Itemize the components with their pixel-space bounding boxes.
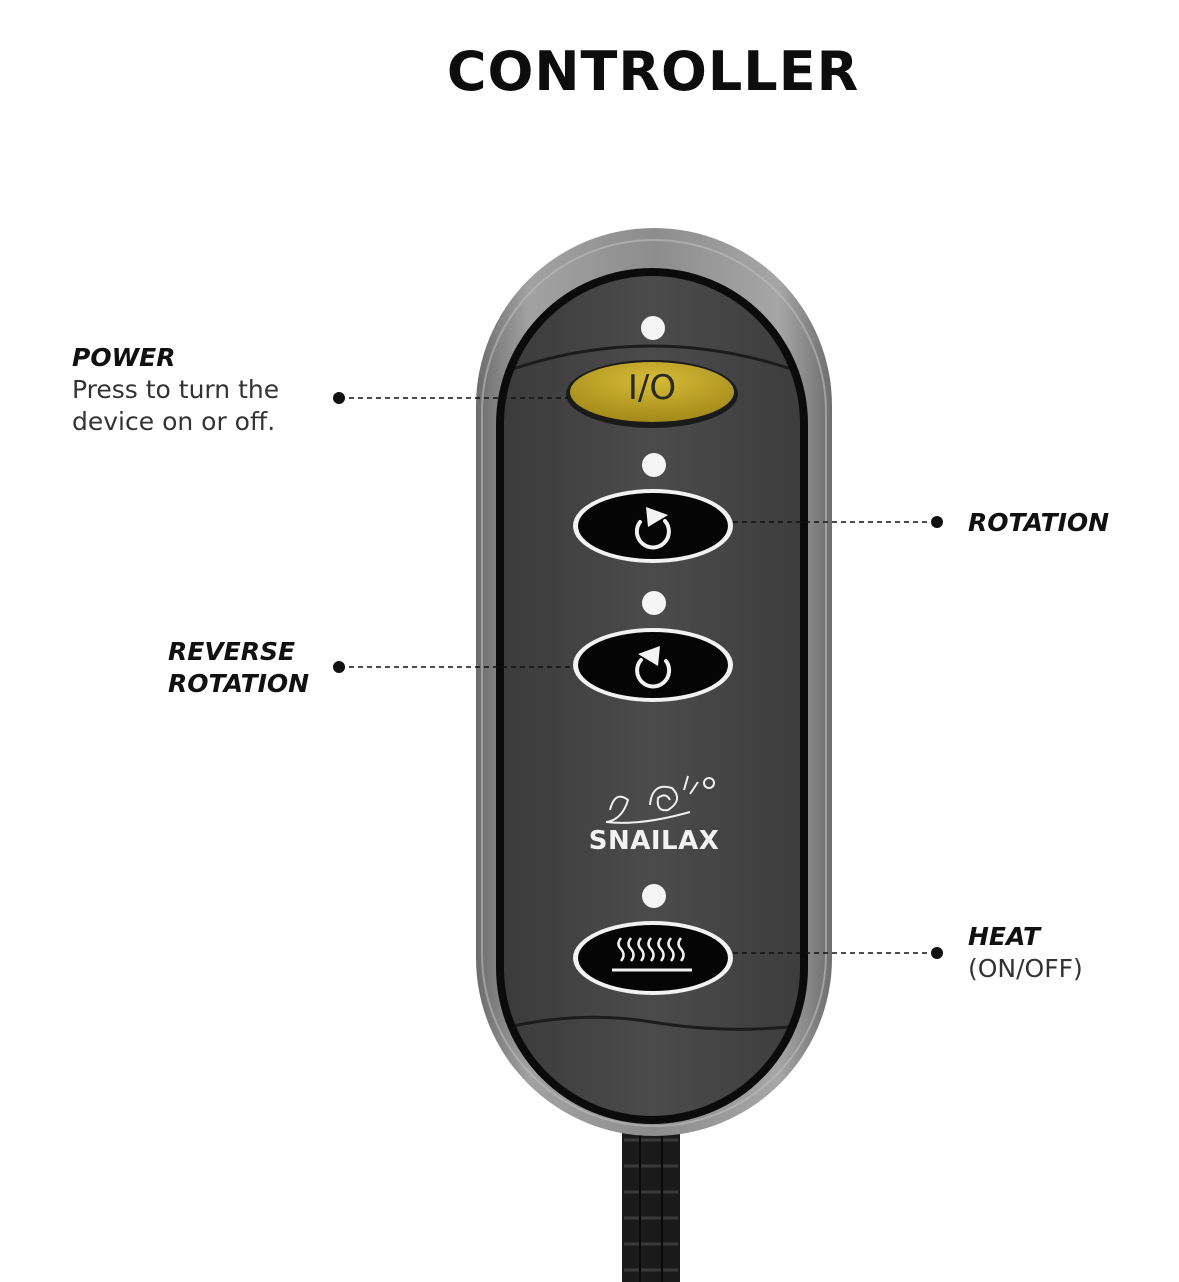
callout-heat: HEAT (ON/OFF) [968, 921, 1083, 985]
reverse-rotation-button[interactable] [573, 628, 733, 702]
heat-indicator-led [642, 884, 666, 908]
callout-power-description: Press to turn the device on or off. [72, 375, 280, 436]
callout-dots [333, 392, 943, 959]
callout-power: POWER Press to turn the device on or off… [72, 342, 352, 438]
power-button-label: I/O [627, 368, 677, 408]
power-button[interactable] [566, 360, 738, 428]
heat-button[interactable] [573, 921, 733, 995]
rotation-button[interactable] [573, 489, 733, 563]
page-title: CONTROLLER [446, 40, 860, 103]
callout-reverse-rotation: REVERSE ROTATION [168, 636, 338, 700]
rotation-indicator-led [642, 453, 666, 477]
reverse-rotation-indicator-led [642, 591, 666, 615]
callout-rotation: ROTATION [968, 507, 1109, 539]
clockwise-arrow-icon [634, 507, 671, 550]
counterclockwise-arrow-icon [635, 646, 672, 689]
snail-logo-icon [605, 775, 715, 824]
callout-power-label: POWER [72, 343, 176, 372]
callout-rotation-label: ROTATION [968, 508, 1110, 537]
heat-waves-icon [612, 937, 692, 972]
power-indicator-led [641, 316, 665, 340]
brand-name: SNAILAX [588, 826, 720, 856]
callout-heat-label: HEAT [968, 922, 1041, 951]
callout-leaders [340, 397, 936, 954]
callout-heat-description: (ON/OFF) [968, 954, 1083, 983]
callout-reverse-rotation-label: REVERSE ROTATION [168, 637, 310, 698]
